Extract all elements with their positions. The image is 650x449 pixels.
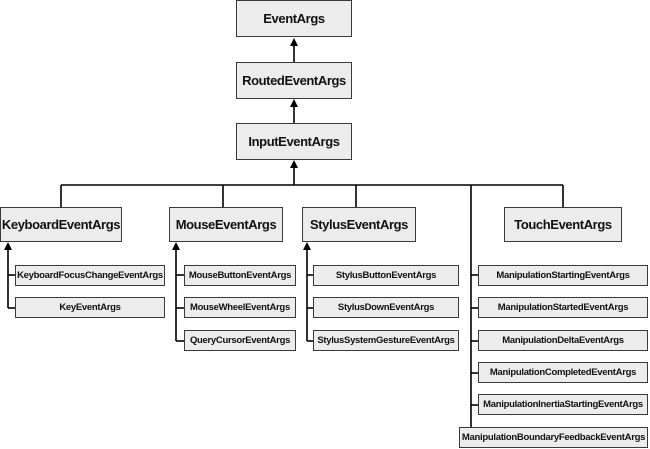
- node-manipulationboundaryfeedbackeventargs: ManipulationBoundaryFeedbackEventArgs: [459, 427, 648, 448]
- node-manipulationcompletedeventargs: ManipulationCompletedEventArgs: [478, 362, 648, 383]
- node-manipulationstartedeventargs: ManipulationStartedEventArgs: [478, 297, 648, 318]
- node-mousebuttoneventargs: MouseButtonEventArgs: [184, 265, 296, 286]
- node-toucheventargs: TouchEventArgs: [504, 207, 622, 242]
- node-stylusbuttoneventargs: StylusButtonEventArgs: [313, 265, 459, 286]
- node-manipulationinertiastartingeventargs: ManipulationInertiaStartingEventArgs: [478, 394, 648, 415]
- node-manipulationstartingeventargs: ManipulationStartingEventArgs: [478, 265, 648, 286]
- node-keyboardeventargs: KeyboardEventArgs: [0, 207, 122, 242]
- node-stylusdowneventargs: StylusDownEventArgs: [313, 297, 459, 318]
- node-stylussystemgestureeventargs: StylusSystemGestureEventArgs: [313, 330, 459, 351]
- node-eventargs: EventArgs: [236, 0, 352, 37]
- node-inputeventargs: InputEventArgs: [236, 123, 352, 160]
- node-routedeventargs: RoutedEventArgs: [236, 62, 352, 99]
- node-mousewheeleventargs: MouseWheelEventArgs: [184, 297, 296, 318]
- node-manipulationdeltaeventargs: ManipulationDeltaEventArgs: [478, 330, 648, 351]
- node-mouseeventargs: MouseEventArgs: [169, 207, 283, 242]
- node-querycursoreventargs: QueryCursorEventArgs: [184, 330, 296, 351]
- node-styluseventargs: StylusEventArgs: [302, 207, 416, 242]
- node-keyboardfocuschangeeventargs: KeyboardFocusChangeEventArgs: [15, 265, 165, 286]
- node-keyeventargs: KeyEventArgs: [15, 297, 165, 318]
